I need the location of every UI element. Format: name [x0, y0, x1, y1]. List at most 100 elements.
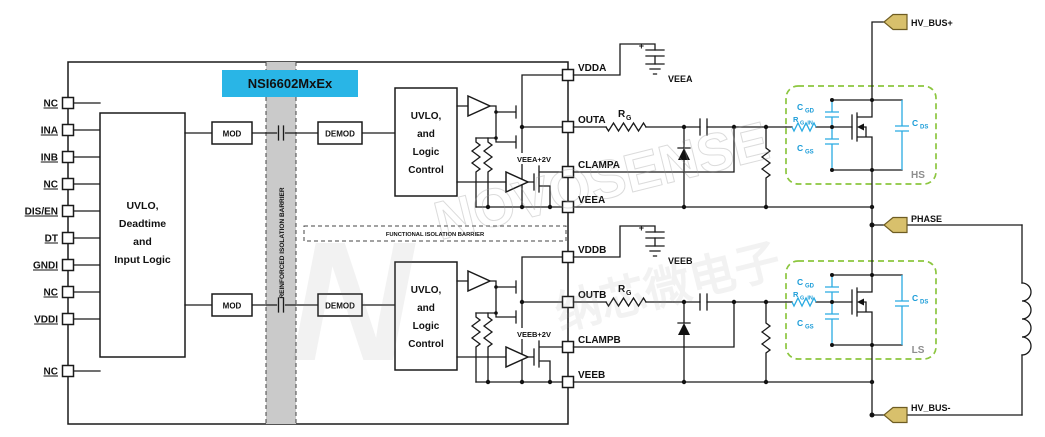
- pin-gndi: [61, 258, 75, 272]
- junction-dot: [830, 98, 834, 102]
- rg-label-sub-b: G: [626, 290, 632, 297]
- uvlo-logic-a: UVLO, and Logic Control: [394, 87, 458, 197]
- cds-label-ls: C: [912, 293, 918, 303]
- gate-wires-b: [572, 301, 787, 348]
- load-inductor: [1021, 224, 1032, 416]
- pin-label-clampa: CLAMPA: [578, 160, 620, 171]
- left-pin-stubs: [72, 102, 101, 372]
- junction-dot: [494, 136, 498, 140]
- pin-clampa: [561, 165, 575, 179]
- gate-pulldown-resistor-a: [760, 126, 772, 208]
- pin-veeb: [561, 375, 575, 389]
- junction-dot: [547, 379, 553, 385]
- functional-barrier-strip: [303, 225, 567, 242]
- hs-drain-source-rails: [871, 21, 885, 226]
- bus-and-load: HV_BUS+ PHASE HV_BUS-: [869, 13, 1032, 424]
- junction-dot: [519, 299, 525, 305]
- mod-box-b: [211, 293, 253, 317]
- junction-dot: [830, 168, 834, 172]
- mod-demod-b: MOD DEMOD: [184, 293, 396, 317]
- phase-junction-dot: [869, 222, 875, 228]
- input-logic-line-4: Input Logic: [114, 254, 171, 266]
- gate-pulldown-resistor-b: [760, 301, 772, 383]
- pin-label-ina: INA: [41, 126, 58, 137]
- rgin-label-sub-hs: G_IN: [800, 121, 813, 127]
- pin-vddb: [561, 250, 575, 264]
- pin-label-nc-4: NC: [44, 367, 58, 378]
- clamp-diode-b: [677, 301, 691, 383]
- cgs-label-sub-ls: GS: [805, 325, 814, 331]
- junction-dot: [494, 285, 498, 289]
- pin-label-vdda: VDDA: [578, 63, 606, 74]
- bus-minus-junction-dot: [869, 412, 875, 418]
- supply-wires-a: [572, 43, 873, 208]
- demod-box-a: [317, 121, 363, 145]
- external-network-b: + VEEB R G: [572, 223, 875, 385]
- isolation-coupler-b: [277, 297, 285, 313]
- mod-label-a: MOD: [223, 130, 242, 139]
- reinforced-isolation-barrier: REINFORCED ISOLATION BARRIER: [265, 62, 297, 424]
- junction-dot: [731, 124, 737, 130]
- cds-capacitor-ls: [895, 275, 909, 345]
- inductor-coil: [1021, 282, 1032, 356]
- chip-title: NSI6602MxEx: [222, 70, 358, 97]
- junction-dot: [485, 204, 491, 210]
- supply-ref-label-b: VEEB: [668, 256, 693, 266]
- cgs-label-hs: C: [797, 143, 803, 153]
- uvlo-b-line-4: Control: [408, 339, 444, 350]
- pin-vddi: [61, 312, 75, 326]
- ls-drain-source-rails: [871, 224, 885, 416]
- series-capacitor-b: [699, 293, 708, 311]
- cgs-label-ls: C: [797, 318, 803, 328]
- rgin-resistor-ls: [791, 296, 817, 308]
- clamp-buffer-b: [505, 345, 530, 369]
- chip: REINFORCED ISOLATION BARRIER NC INA INB …: [25, 61, 621, 425]
- ls-model-box: [785, 260, 937, 360]
- ground-symbol-b: [645, 245, 665, 257]
- pin-nc-4: [61, 364, 75, 378]
- clamp-diode-a: [677, 126, 691, 208]
- cds-label-hs: C: [912, 118, 918, 128]
- junction-dot: [870, 168, 874, 172]
- left-pins: NC INA INB NC DIS/EN DT GNDI NC VDDI NC: [25, 96, 101, 378]
- internal-resistor-b1: [470, 312, 482, 383]
- uvlo-b-line-3: Logic: [413, 321, 440, 332]
- cgd-label-sub-hs: GD: [805, 109, 815, 115]
- chip-title-box: [222, 70, 358, 97]
- pin-label-nc-2: NC: [44, 180, 58, 191]
- uvlo-b-line-1: UVLO,: [411, 285, 442, 296]
- junction-dot: [681, 204, 687, 210]
- supply-wires-b: [572, 225, 873, 383]
- pin-outb: [561, 295, 575, 309]
- junction-dot: [519, 124, 525, 130]
- pin-label-inb: INB: [41, 153, 58, 164]
- driver-stage-a: VEEA+2V: [456, 74, 564, 210]
- junction-dot: [830, 125, 834, 129]
- junction-dot: [870, 98, 874, 102]
- uvlo-a-line-2: and: [417, 129, 435, 140]
- uvlo-a-line-3: Logic: [413, 147, 440, 158]
- mod-demod-a: MOD DEMOD: [184, 121, 396, 145]
- ground-symbol-a: [645, 63, 665, 75]
- clamp-ref-label-a: VEEA+2V: [517, 155, 551, 164]
- hs-label: HS: [911, 170, 925, 181]
- junction-dot: [494, 110, 498, 114]
- pin-veea: [561, 200, 575, 214]
- junction-dot: [830, 273, 834, 277]
- chip-title-label: NSI6602MxEx: [248, 76, 333, 91]
- hs-model-wires: [785, 99, 903, 171]
- demod-label-b: DEMOD: [325, 302, 355, 311]
- pin-label-gndi: GNDI: [33, 261, 58, 272]
- pin-label-veea: VEEA: [578, 195, 605, 206]
- junction-dot: [681, 299, 687, 305]
- pin-label-nc-3: NC: [44, 288, 58, 299]
- pin-ina: [61, 123, 75, 137]
- input-logic-line-1: UVLO,: [126, 200, 158, 212]
- ls-mosfet-model: C GD R G_IN C GS C DS LS: [785, 224, 937, 416]
- internal-resistor-b2: [482, 312, 494, 383]
- cgd-label-hs: C: [797, 102, 803, 112]
- pin-nc-3: [61, 285, 75, 299]
- external-network-a: + VEEA R G: [572, 41, 875, 210]
- hv-bus-minus-label: HV_BUS-: [911, 403, 951, 413]
- junction-dot: [731, 299, 737, 305]
